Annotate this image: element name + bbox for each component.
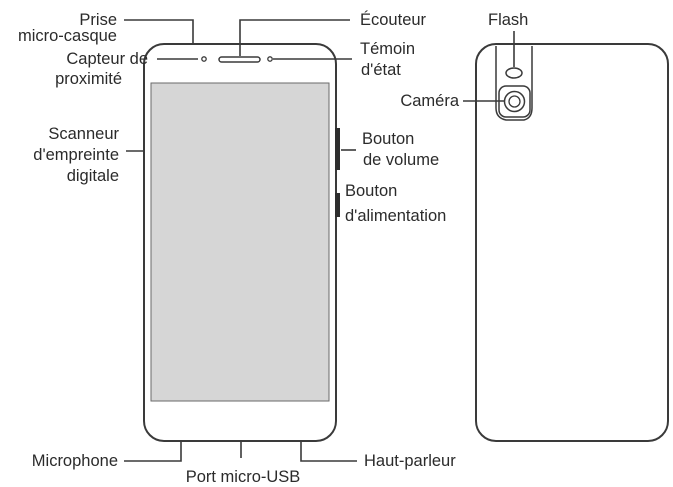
label-prise-line1: Prise	[79, 11, 117, 29]
leader-prise	[124, 19, 194, 44]
label-temoin-line1: Témoin	[360, 40, 415, 58]
label-temoin-line2: d'état	[361, 61, 401, 79]
leader-haut-parleur	[300, 441, 357, 462]
earpiece	[218, 56, 261, 63]
label-volume-line2: de volume	[363, 151, 439, 169]
label-haut-parleur: Haut-parleur	[364, 452, 456, 470]
power-button	[335, 193, 340, 217]
label-capteur-line2: proximité	[55, 70, 122, 88]
front-screen	[150, 82, 330, 402]
back-body	[475, 43, 669, 442]
label-alim-line1: Bouton	[345, 182, 397, 200]
label-microphone: Microphone	[32, 452, 118, 470]
label-scanneur-line3: digitale	[67, 167, 119, 185]
label-flash: Flash	[488, 11, 528, 29]
status-led-dot	[267, 56, 273, 62]
label-volume-line1: Bouton	[362, 130, 414, 148]
label-scanneur-line2: d'empreinte	[33, 146, 119, 164]
label-port-usb: Port micro-USB	[186, 468, 301, 486]
label-camera: Caméra	[400, 92, 460, 110]
camera-lens-inner	[508, 95, 521, 108]
label-alim-line2: d'alimentation	[345, 207, 446, 225]
proximity-sensor-dot	[201, 56, 207, 62]
labels: Prise micro-casque Capteur de proximité …	[18, 10, 528, 486]
leader-lines	[124, 19, 515, 462]
phone-back	[475, 43, 669, 442]
volume-button	[335, 128, 340, 170]
label-scanneur-line1: Scanneur	[48, 125, 119, 143]
camera-strip	[495, 46, 533, 121]
label-prise-line2: micro-casque	[18, 27, 117, 45]
leader-microphone	[124, 441, 182, 462]
label-capteur-line1: Capteur de	[66, 50, 148, 68]
leader-ecouteur	[239, 19, 350, 56]
flash-lens	[505, 67, 523, 79]
phone-front	[143, 43, 340, 442]
label-ecouteur: Écouteur	[360, 10, 427, 29]
